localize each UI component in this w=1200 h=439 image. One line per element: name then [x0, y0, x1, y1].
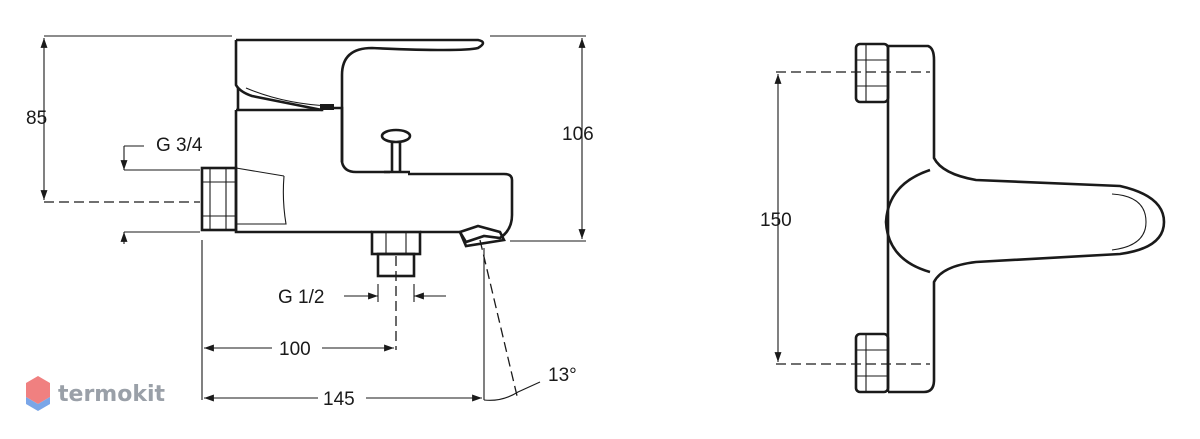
dim-150-label: 150	[760, 210, 792, 231]
inlet-nut-top	[854, 42, 890, 104]
brand-logo: termokit	[26, 376, 165, 411]
dim-106-label: 106	[562, 124, 594, 145]
inlet-nut	[200, 166, 238, 232]
mixer-body-top	[888, 44, 1166, 394]
inlet-nut-bottom	[854, 332, 890, 394]
spout-outlet	[458, 224, 506, 248]
outlet-thread-label: G 1/2	[278, 287, 324, 308]
side-view: 85 106 G 3/4 G 1/2 100 145 13°	[26, 35, 594, 410]
mixer-body	[236, 106, 344, 162]
angle-arc	[483, 381, 541, 401]
angle-label: 13°	[548, 365, 577, 386]
dim-85-label: 85	[26, 108, 47, 129]
brand-logo-icon	[26, 376, 50, 411]
outlet-connector	[370, 230, 422, 278]
dim-145-label: 145	[323, 389, 355, 410]
top-view: 150	[760, 42, 1166, 394]
inlet-thread-label: G 3/4	[156, 135, 203, 156]
brand-name: termokit	[58, 382, 165, 407]
lever-handle	[236, 38, 485, 174]
dim-100-label: 100	[279, 339, 311, 360]
diverter-knob	[380, 128, 412, 174]
